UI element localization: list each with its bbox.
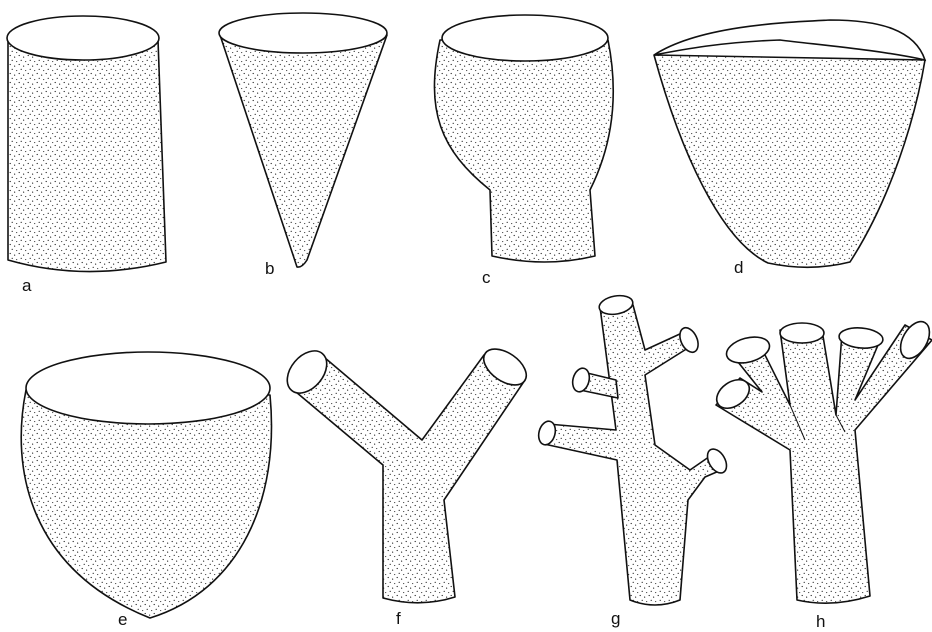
shape-a-cylinder: a [7,16,166,295]
shape-a-opening [7,16,159,60]
label-a: a [22,276,32,295]
shape-c-opening [442,15,608,61]
shape-h-cluster: h [711,317,932,631]
shape-g-tree: g [536,293,730,628]
label-h: h [816,612,825,631]
shape-h-opening-2 [780,323,824,343]
shape-c-vase: c [434,15,613,287]
label-e: e [118,610,127,629]
shape-f-y-branch: f [279,342,532,628]
shape-d-opening [654,20,925,60]
shape-b-opening [219,13,387,53]
label-f: f [396,609,401,628]
label-g: g [611,609,620,628]
shape-e-opening [26,352,270,424]
label-b: b [265,259,274,278]
shape-d-fan: d [654,20,925,277]
label-d: d [734,258,743,277]
shape-e-bowl: e [21,352,271,629]
shape-b-cone: b [219,13,387,278]
label-c: c [482,268,491,287]
